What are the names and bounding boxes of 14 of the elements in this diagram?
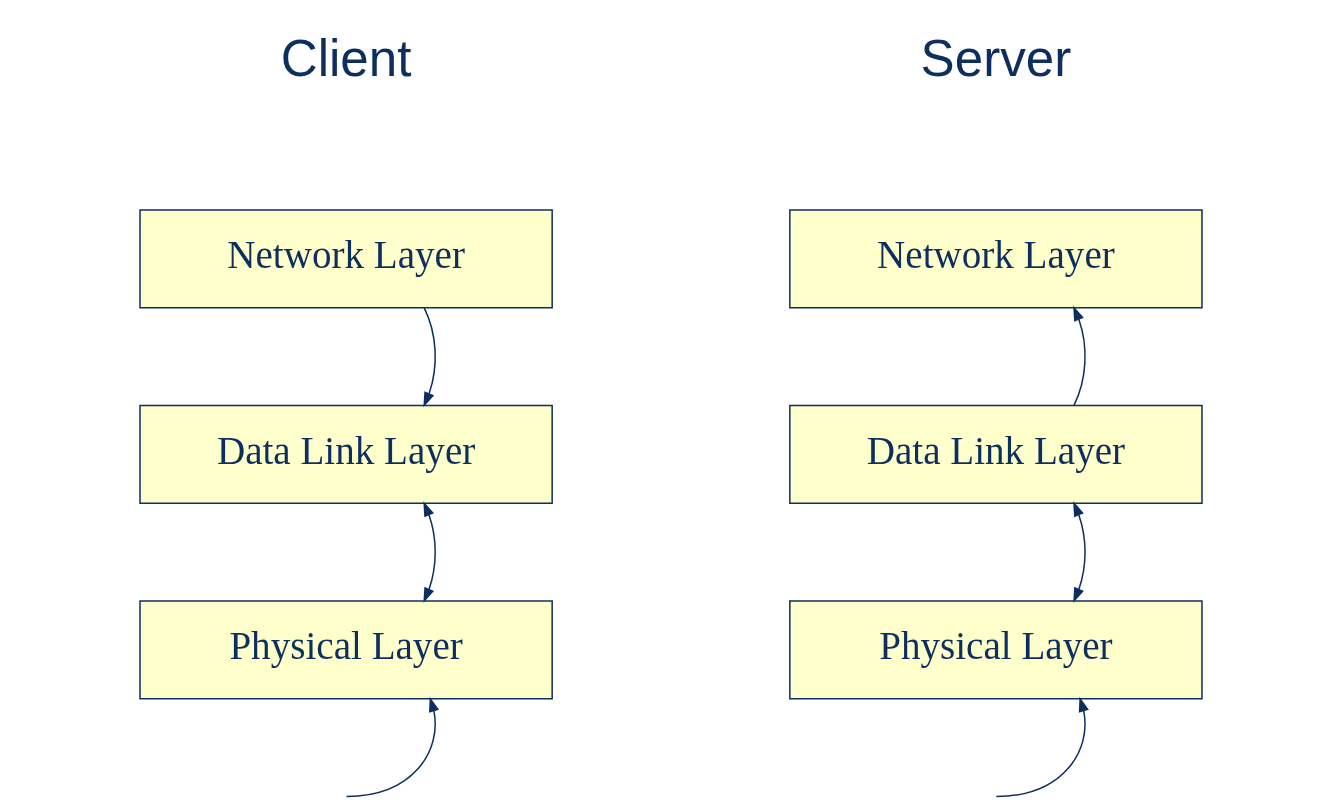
arrow [1072,305,1086,406]
label: Server [920,30,1071,88]
node-box: Data Link Layer [788,404,1203,504]
node-box: Physical Layer [138,600,553,700]
node-box: Physical Layer [788,600,1203,700]
arrow [1072,501,1086,603]
node-box: Network Layer [138,209,553,309]
arrow [345,696,439,798]
arrow [422,501,436,603]
arrow [995,696,1089,798]
node-box: Network Layer [788,209,1203,309]
label: Client [280,30,411,88]
node-box: Data Link Layer [138,404,553,504]
arrow [422,307,436,408]
